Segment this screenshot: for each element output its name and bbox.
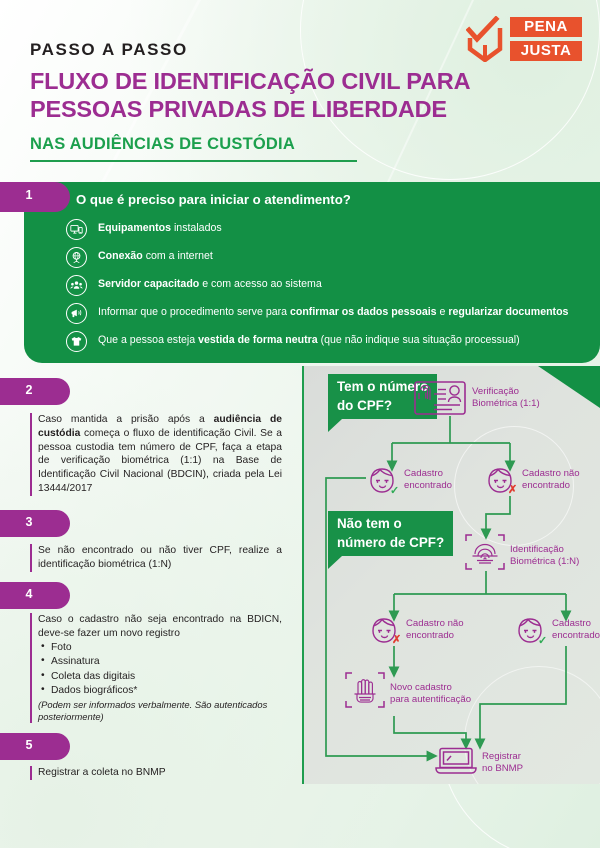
check-icon: ✓	[390, 485, 400, 497]
flow-node-label: Identificação Biométrica (1:N)	[510, 544, 580, 567]
flow-node-cadastro-nao-encontrado-2: ✗ Cadastro não encontrado	[368, 614, 464, 651]
page-subtitle: NAS AUDIÊNCIAS DE CUSTÓDIA	[30, 135, 295, 153]
checklist-item-vestimenta: Que a pessoa esteja vestida de forma neu…	[66, 331, 600, 355]
flow-node-label: Cadastro encontrado	[552, 618, 600, 641]
list-item: Coleta das digitais	[38, 669, 282, 685]
step-3-body: Se não encontrado ou não tiver CPF, real…	[30, 544, 282, 572]
flow-node-identificacao: Identificação Biométrica (1:N)	[464, 532, 579, 577]
face-icon	[370, 468, 394, 493]
checklist-item-label: Conexão com a internet	[98, 250, 213, 262]
id-card-fingerprint-icon	[414, 381, 466, 415]
flow-node-label: Novo cadastro para autentificação	[390, 682, 472, 705]
step-4-note: (Podem ser informados verbalmente. São a…	[38, 699, 268, 723]
step-badge-3: 3	[0, 510, 70, 537]
page-header: PASSO A PASSO FLUXO DE IDENTIFICAÇÃO CIV…	[0, 0, 600, 168]
list-item: Dados biográficos*	[38, 683, 282, 699]
checklist-item-label: Que a pessoa esteja vestida de forma neu…	[98, 334, 520, 346]
monitor-icon	[66, 219, 87, 240]
justa-label: JUSTA	[510, 41, 582, 61]
x-icon: ✗	[508, 484, 518, 496]
bubble2-line1: Não tem o	[337, 516, 402, 531]
kicker-text: PASSO A PASSO	[30, 40, 188, 59]
face-icon	[518, 618, 542, 643]
step-5-body: Registrar a coleta no BNMP	[30, 766, 282, 780]
flow-node-registrar-bnmp: Registrar no BNMP	[434, 744, 523, 783]
checklist-item-label: Informar que o procedimento serve para c…	[98, 306, 569, 318]
step1-title: O que é preciso para iniciar o atendimen…	[76, 192, 351, 207]
checklist-item-label: Servidor capacitado e com acesso ao sist…	[98, 278, 322, 290]
bubble1-line2: do CPF?	[337, 398, 393, 413]
flow-node-cadastro-encontrado-1: ✓ Cadastro encontrado	[366, 464, 452, 501]
checklist-item-servidor: Servidor capacitado e com acesso ao sist…	[66, 275, 600, 299]
list-item: Assinatura	[38, 654, 282, 670]
x-icon: ✗	[392, 634, 402, 646]
pena-justa-logo: PENA JUSTA	[466, 14, 582, 66]
checklist-item-informar: Informar que o procedimento serve para c…	[66, 303, 600, 327]
hand-scan-icon	[345, 672, 385, 708]
pena-label: PENA	[510, 17, 582, 37]
step1-panel: O que é preciso para iniciar o atendimen…	[24, 182, 600, 363]
page-footer: FAZENDO JUSTIÇA Tribunal Superior Eleito…	[0, 790, 600, 848]
flow-node-label: Cadastro não encontrado	[522, 468, 580, 491]
step-2-body: Caso mantida a prisão após a audiência d…	[30, 413, 282, 496]
flow-node-label: Registrar no BNMP	[482, 751, 524, 774]
checklist-item-label: Equipamentos instalados	[98, 222, 222, 234]
step-4-bullet-list: Foto Assinatura Coleta das digitais Dado…	[38, 640, 282, 699]
pena-justa-check-icon	[466, 16, 503, 62]
bubble1-line1: Tem o número	[337, 379, 429, 394]
tshirt-icon	[66, 331, 87, 352]
laptop-icon	[435, 747, 477, 774]
flowchart-connectors	[325, 416, 572, 762]
list-item: Foto	[38, 640, 282, 656]
flow-question-bubble-2: Não tem o número de CPF?	[328, 511, 454, 569]
title-underline	[30, 160, 357, 162]
flowchart-panel: Tem o número do CPF? Não tem o número de…	[302, 366, 600, 784]
face-icon	[372, 618, 396, 643]
flow-node-label: Cadastro não encontrado	[406, 618, 464, 641]
step-badge-1: 1	[0, 182, 70, 212]
flow-node-label: Cadastro encontrado	[404, 468, 453, 491]
step-badge-5: 5	[0, 733, 70, 760]
check-icon: ✓	[538, 635, 548, 647]
page-title-line2: PESSOAS PRIVADAS DE LIBERDADE	[30, 95, 447, 122]
step-badge-4: 4	[0, 582, 70, 609]
bubble2-line2: número de CPF?	[337, 535, 445, 550]
page-title-line1: FLUXO DE IDENTIFICAÇÃO CIVIL PARA	[30, 68, 471, 94]
page-title: FLUXO DE IDENTIFICAÇÃO CIVIL PARA PESSOA…	[30, 68, 510, 123]
checklist-item-equipamentos: Equipamentos instalados	[66, 219, 600, 243]
step-badge-2: 2	[0, 378, 70, 405]
flow-node-cadastro-encontrado-2: ✓ Cadastro encontrado	[514, 614, 600, 651]
globe-network-icon	[66, 247, 87, 268]
flow-node-cadastro-nao-encontrado-1: ✗ Cadastro não encontrado	[484, 464, 580, 501]
megaphone-icon	[66, 303, 87, 324]
flow-node-verificacao: Verificação Biométrica (1:1)	[414, 380, 540, 421]
face-icon	[488, 468, 512, 493]
flow-node-novo-cadastro: Novo cadastro para autentificação	[344, 670, 471, 715]
checklist-item-conexao: Conexão com a internet	[66, 247, 600, 271]
people-group-icon	[66, 275, 87, 296]
step-4-body: Caso o cadastro não seja encontrado na B…	[30, 613, 282, 724]
fingerprint-scan-icon	[465, 534, 505, 570]
flow-node-label: Verificação Biométrica (1:1)	[472, 386, 540, 409]
